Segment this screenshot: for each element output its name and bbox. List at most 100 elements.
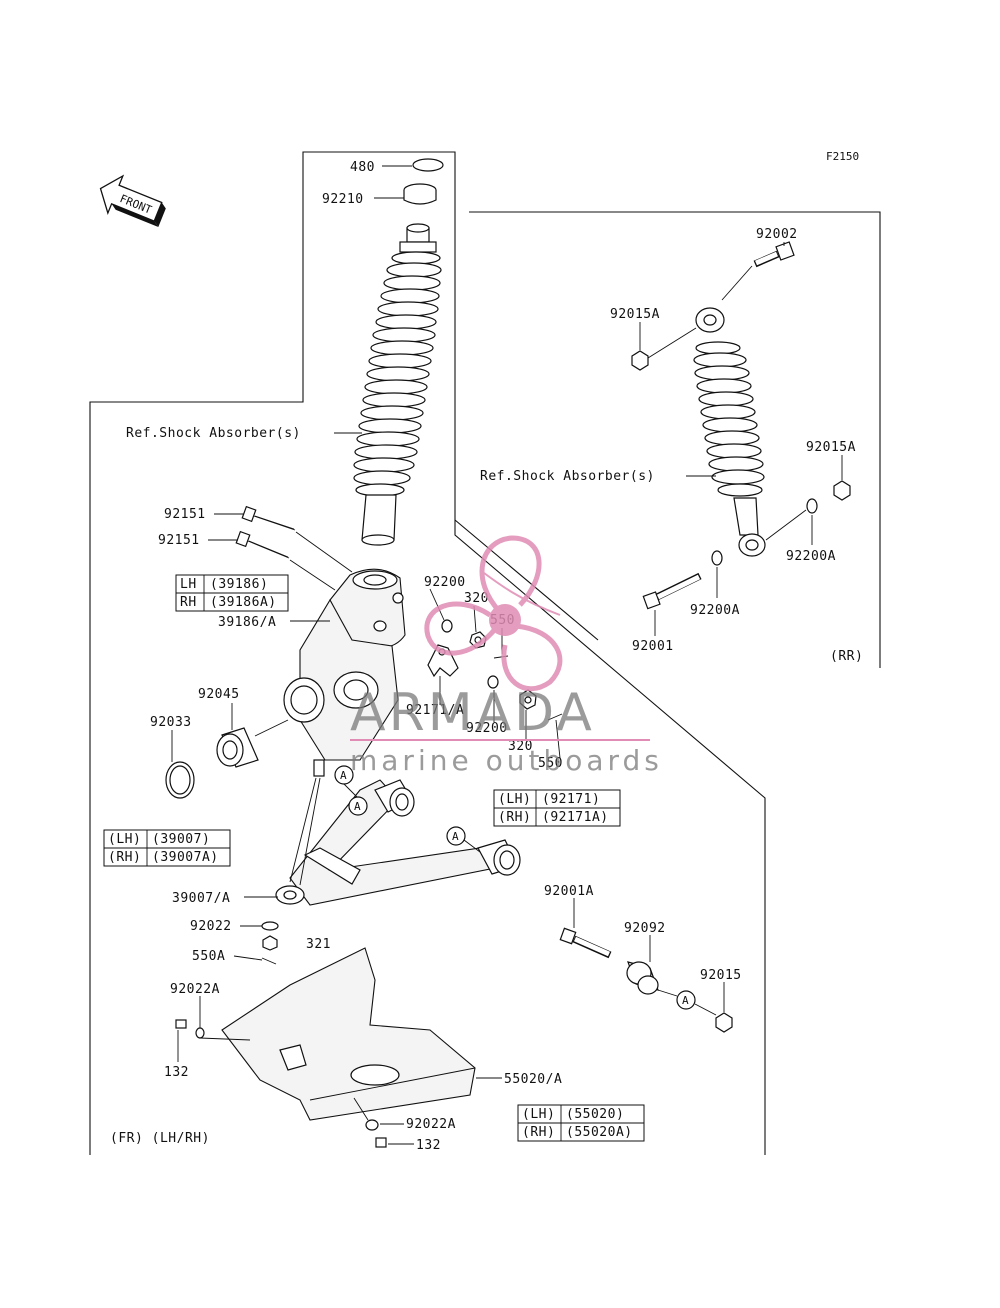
label-section-rr: (RR) (830, 649, 863, 664)
label-92200a-mid: 92200A (690, 603, 740, 618)
svg-text:(LH): (LH) (108, 832, 141, 847)
steering-knuckle (283, 568, 406, 777)
pin-550-bot (547, 713, 563, 721)
svg-text:(55020): (55020) (566, 1107, 624, 1122)
label-92210: 92210 (322, 192, 364, 207)
cap-92210-icon (403, 183, 437, 205)
label-92045: 92045 (198, 687, 240, 702)
label-ref-shock-front: Ref.Shock Absorber(s) (126, 426, 301, 441)
svg-text:RH: RH (180, 595, 197, 610)
bearing-92045-icon (216, 727, 259, 768)
label-92002: 92002 (756, 227, 798, 242)
label-550-bot: 550 (538, 756, 563, 771)
label-92200-top: 92200 (424, 575, 466, 590)
svg-text:(LH): (LH) (498, 792, 531, 807)
svg-text:(LH): (LH) (522, 1107, 555, 1122)
label-92151-b: 92151 (158, 533, 200, 548)
svg-text:(RH): (RH) (108, 850, 141, 865)
washer-92022-icon (261, 921, 279, 931)
circlip-92033-icon (165, 761, 195, 799)
label-92015: 92015 (700, 968, 742, 983)
label-92033: 92033 (150, 715, 192, 730)
svg-text:(RH): (RH) (498, 810, 531, 825)
nut-321-icon (262, 935, 278, 951)
label-39007a: 39007/A (172, 891, 230, 906)
label-92015a-right: 92015A (806, 440, 856, 455)
svg-text:(RH): (RH) (522, 1125, 555, 1140)
watermark-brand: ARMADA (350, 683, 595, 743)
label-92022a-left: 92022A (170, 982, 220, 997)
label-480: 480 (350, 160, 375, 175)
svg-text:(39007A): (39007A) (152, 850, 219, 865)
label-92200a-right: 92200A (786, 549, 836, 564)
callout-a-4: A (676, 990, 696, 1010)
label-132-bot: 132 (416, 1138, 441, 1153)
label-ref-shock-rear: Ref.Shock Absorber(s) (480, 469, 655, 484)
leader-lines (171, 165, 843, 1145)
diagram-code: F2150 (826, 150, 859, 163)
svg-text:(39186): (39186) (210, 577, 268, 592)
label-92001: 92001 (632, 639, 674, 654)
bolt-92001-icon (642, 572, 702, 610)
callout-a-1: A (334, 765, 354, 785)
label-92015a-top: 92015A (610, 307, 660, 322)
label-132-left: 132 (164, 1065, 189, 1080)
svg-text:A: A (682, 994, 689, 1007)
label-39186a: 39186/A (218, 615, 276, 630)
label-92171a: 92171/A (406, 703, 464, 718)
svg-text:(39007): (39007) (152, 832, 210, 847)
label-92001a: 92001A (544, 884, 594, 899)
shock-boot-bellows (353, 251, 442, 497)
lower-a-arm (275, 779, 521, 906)
nut-92015a-right-icon (833, 480, 851, 501)
svg-text:(39186A): (39186A) (210, 595, 277, 610)
callout-a-2: A (348, 796, 368, 816)
label-92022: 92022 (190, 919, 232, 934)
label-92151-a: 92151 (164, 507, 206, 522)
svg-text:LH: LH (180, 577, 197, 592)
washer-92200a-mid-icon (711, 550, 723, 566)
bolt-92002-icon (753, 241, 795, 268)
label-550a: 550A (192, 949, 225, 964)
watermark: ARMADA marine outboards (350, 535, 663, 777)
washer-92200a-right-icon (806, 498, 818, 514)
watermark-tagline: marine outboards (350, 744, 663, 777)
pin-550a (261, 957, 277, 965)
callout-a-3: A (446, 826, 466, 846)
skid-plate (221, 947, 476, 1121)
label-55020a: 55020/A (504, 1072, 562, 1087)
propeller-logo-icon (424, 535, 563, 692)
table-39007: (LH) (39007) (RH) (39007A) (103, 829, 231, 867)
washer-92200-top-icon (441, 619, 453, 633)
svg-text:A: A (340, 769, 347, 782)
bolt-92151-b-icon (235, 530, 290, 559)
svg-text:(92171): (92171) (542, 792, 600, 807)
nut-92015-icon (715, 1012, 733, 1033)
table-92171: (LH) (92171) (RH) (92171A) (493, 789, 621, 827)
label-92200-bot: 92200 (466, 721, 508, 736)
front-arrow-icon: FRONT (99, 174, 166, 227)
bolt-92001a-icon (559, 927, 612, 959)
nut-92015a-top-icon (631, 350, 649, 371)
label-321: 321 (306, 937, 331, 952)
label-92092: 92092 (624, 921, 666, 936)
svg-text:A: A (452, 830, 459, 843)
svg-text:(92171A): (92171A) (542, 810, 609, 825)
label-320-bot: 320 (508, 739, 533, 754)
washer-92022a-bot-icon (365, 1119, 379, 1131)
svg-text:(55020A): (55020A) (566, 1125, 633, 1140)
bushing-92092-icon (626, 961, 659, 995)
rear-shock-spring (693, 341, 765, 497)
rear-shock-absorber (631, 241, 851, 610)
washer-92200-bot-icon (487, 675, 499, 689)
label-320-top: 320 (464, 591, 489, 606)
clip-480-icon (412, 158, 444, 172)
front-shock-absorber (353, 158, 444, 546)
svg-text:A: A (354, 800, 361, 813)
nut-320-bot-icon (519, 689, 537, 710)
diagram-frames (89, 151, 881, 1155)
part-labels: 480 92210 92002 92015A 92015A 92200A 922… (110, 160, 863, 1153)
table-39186: LH (39186) RH (39186A) (175, 574, 289, 612)
bolt-92151-a-icon (241, 505, 296, 531)
